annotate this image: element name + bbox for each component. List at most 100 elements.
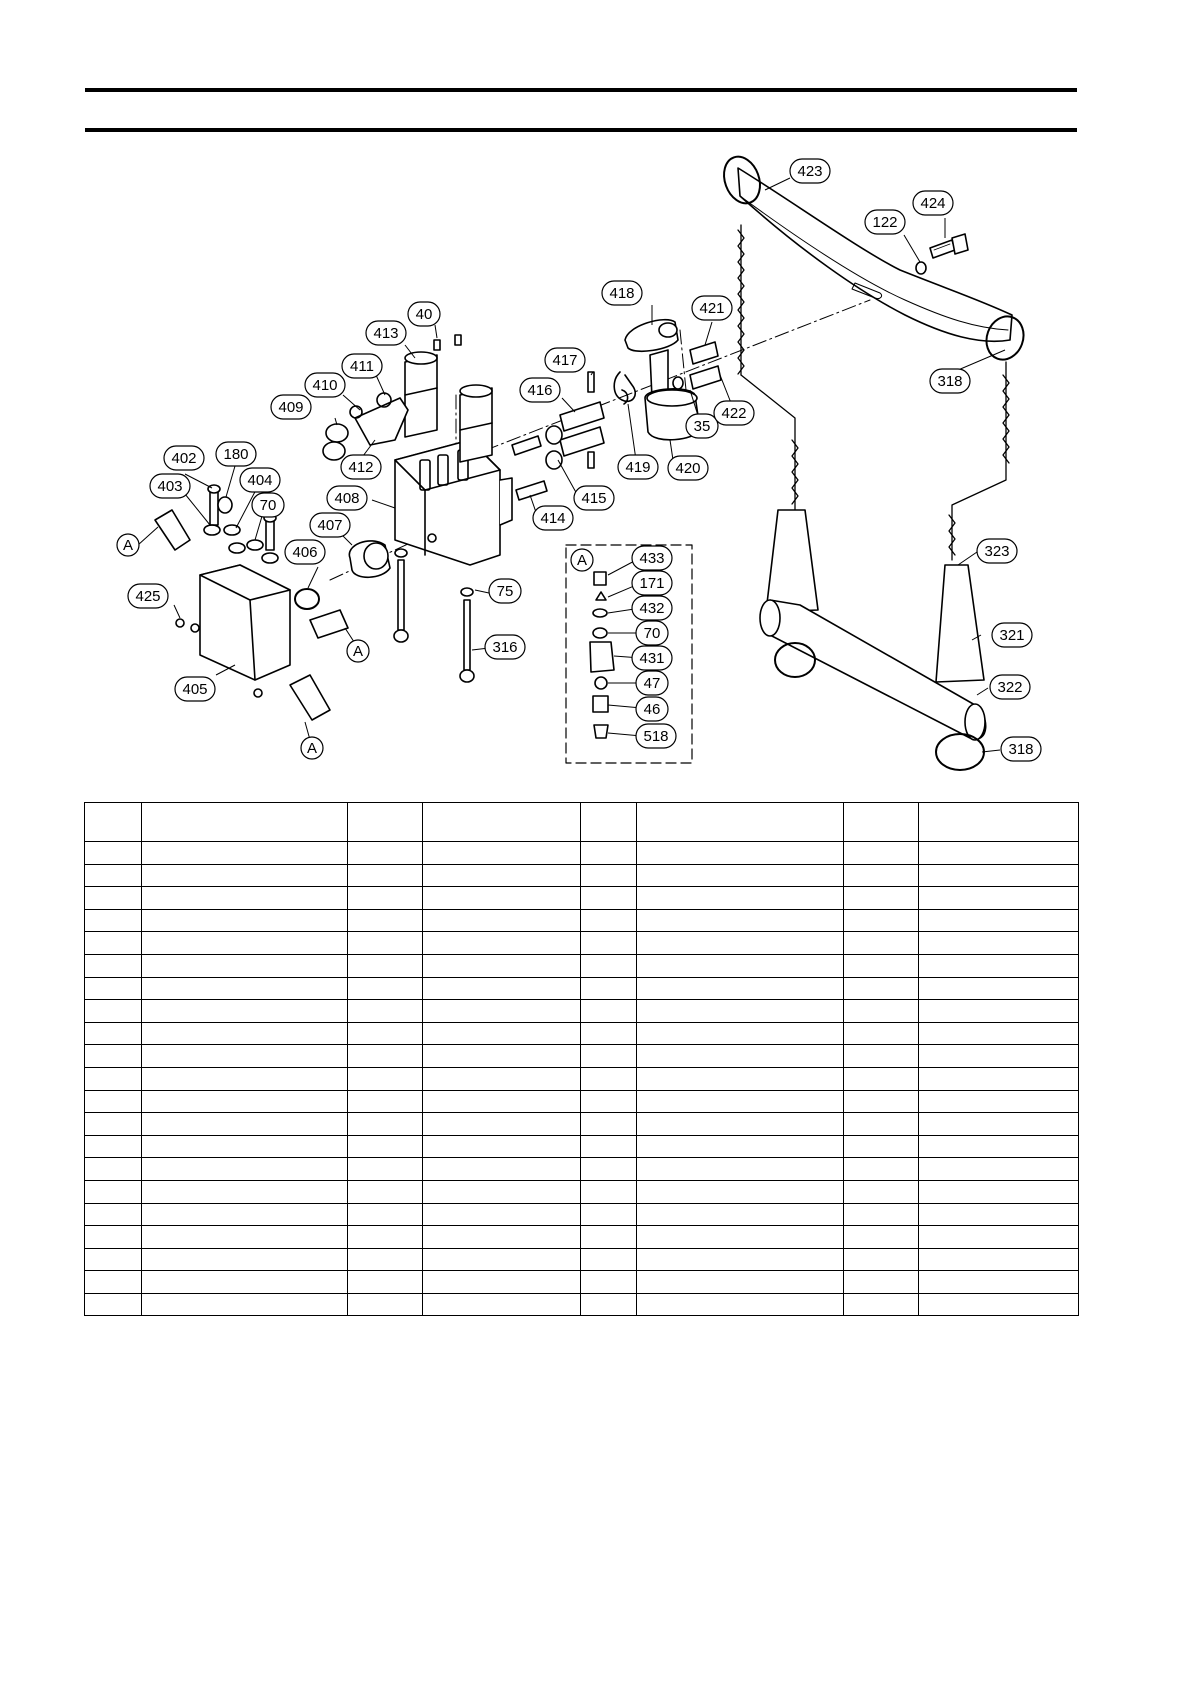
svg-text:A: A <box>353 643 363 660</box>
table-cell <box>347 1270 423 1294</box>
callout-416: 416 <box>519 377 561 403</box>
table-cell <box>918 1134 1079 1159</box>
table-cell <box>141 908 348 933</box>
table-cell <box>843 1157 919 1181</box>
table-cell <box>84 999 142 1023</box>
table-cell <box>422 931 581 955</box>
table-cell <box>918 908 1079 933</box>
table-cell <box>84 976 142 1001</box>
table-cell <box>141 1270 348 1294</box>
table-cell <box>918 1202 1079 1227</box>
table-cell <box>422 1179 581 1204</box>
table-cell <box>843 1270 919 1294</box>
callout-label: 419 <box>625 459 650 476</box>
table-cell <box>422 1157 581 1181</box>
table-cell <box>347 931 423 955</box>
table-cell <box>636 976 844 1001</box>
callout-318: 318 <box>1000 736 1042 762</box>
table-cell <box>422 1066 581 1091</box>
table-cell <box>141 863 348 888</box>
table-cell <box>422 1089 581 1114</box>
callout-label: 318 <box>937 373 962 390</box>
table-cell <box>580 1134 637 1159</box>
callout-411: 411 <box>341 353 383 379</box>
callout-label: 410 <box>312 377 337 394</box>
table-cell <box>636 908 844 933</box>
table-cell <box>580 1202 637 1227</box>
table-row <box>84 1270 1079 1294</box>
table-cell <box>347 1202 423 1227</box>
table-cell <box>84 802 142 842</box>
table-cell <box>347 1044 423 1068</box>
callout-75: 75 <box>488 578 522 604</box>
table-cell <box>347 1066 423 1091</box>
table-cell <box>347 953 423 978</box>
svg-text:A: A <box>123 537 133 554</box>
table-cell <box>580 841 637 865</box>
table-cell <box>422 976 581 1001</box>
table-row <box>84 841 1079 865</box>
table-cell <box>918 886 1079 910</box>
table-cell <box>141 1247 348 1272</box>
callout-label: 35 <box>694 418 711 435</box>
callout-425: 425 <box>127 583 169 609</box>
callout-518: 518 <box>635 723 677 749</box>
table-cell <box>84 1179 142 1204</box>
table-cell <box>580 1247 637 1272</box>
callout-label: 404 <box>247 472 272 489</box>
table-row <box>84 1044 1079 1068</box>
table-cell <box>347 1247 423 1272</box>
table-cell <box>918 1044 1079 1068</box>
callout-label: 403 <box>157 478 182 495</box>
table-cell <box>84 1157 142 1181</box>
callout-47: 47 <box>635 670 669 696</box>
table-cell <box>918 1179 1079 1204</box>
callout-label: 402 <box>171 450 196 467</box>
callout-420: 420 <box>667 455 709 481</box>
table-cell <box>347 1157 423 1181</box>
detail-a-box <box>565 544 693 764</box>
table-cell <box>580 1089 637 1114</box>
table-cell <box>843 908 919 933</box>
table-cell <box>84 1247 142 1272</box>
table-cell <box>843 1066 919 1091</box>
callout-413: 413 <box>365 320 407 346</box>
table-cell <box>84 886 142 910</box>
table-cell <box>843 863 919 888</box>
table-cell <box>843 999 919 1023</box>
table-cell <box>347 1225 423 1249</box>
table-cell <box>141 1021 348 1046</box>
callout-70: 70 <box>635 620 669 646</box>
callout-431: 431 <box>631 645 673 671</box>
table-cell <box>843 886 919 910</box>
table-cell <box>84 841 142 865</box>
callout-label: 122 <box>872 214 897 231</box>
table-row <box>84 976 1079 1001</box>
callout-label: 408 <box>334 490 359 507</box>
table-cell <box>141 1157 348 1181</box>
table-cell <box>84 863 142 888</box>
table-cell <box>347 1021 423 1046</box>
callout-424: 424 <box>912 190 954 216</box>
callout-label: 518 <box>643 728 668 745</box>
table-cell <box>843 1247 919 1272</box>
table-cell <box>422 841 581 865</box>
table-row <box>84 999 1079 1023</box>
table-cell <box>636 953 844 978</box>
table-cell <box>347 999 423 1023</box>
table-cell <box>347 886 423 910</box>
table-cell <box>843 1021 919 1046</box>
table-cell <box>141 931 348 955</box>
table-row <box>84 1292 1079 1317</box>
table-cell <box>422 1225 581 1249</box>
table-cell <box>843 953 919 978</box>
table-cell <box>918 1066 1079 1091</box>
top-rule <box>85 88 1077 92</box>
table-cell <box>347 976 423 1001</box>
table-cell <box>141 841 348 865</box>
callout-408: 408 <box>326 485 368 511</box>
table-cell <box>141 1044 348 1068</box>
callout-70: 70 <box>251 492 285 518</box>
table-cell <box>636 886 844 910</box>
table-cell <box>422 863 581 888</box>
